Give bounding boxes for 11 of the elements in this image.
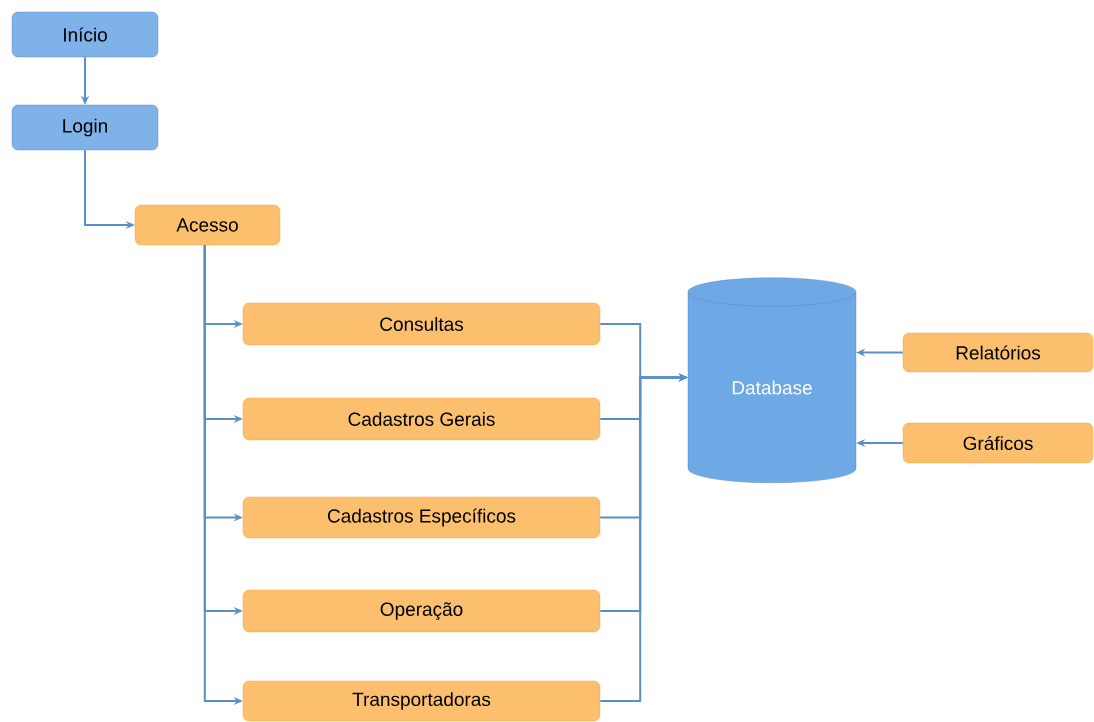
process-box: Consultas (242, 302, 601, 346)
process-box: Acesso (134, 204, 281, 246)
process-box: Cadastros Gerais (242, 397, 601, 441)
process-box: Relatórios (902, 332, 1094, 373)
process-box: Login (11, 104, 159, 151)
database-cylinder: Database (687, 277, 857, 483)
process-box: Cadastros Específicos (242, 496, 601, 539)
process-box: Transportadoras (242, 680, 601, 722)
process-box: Gráficos (902, 422, 1094, 464)
process-box: Início (11, 11, 159, 58)
process-box: Operação (242, 589, 601, 633)
